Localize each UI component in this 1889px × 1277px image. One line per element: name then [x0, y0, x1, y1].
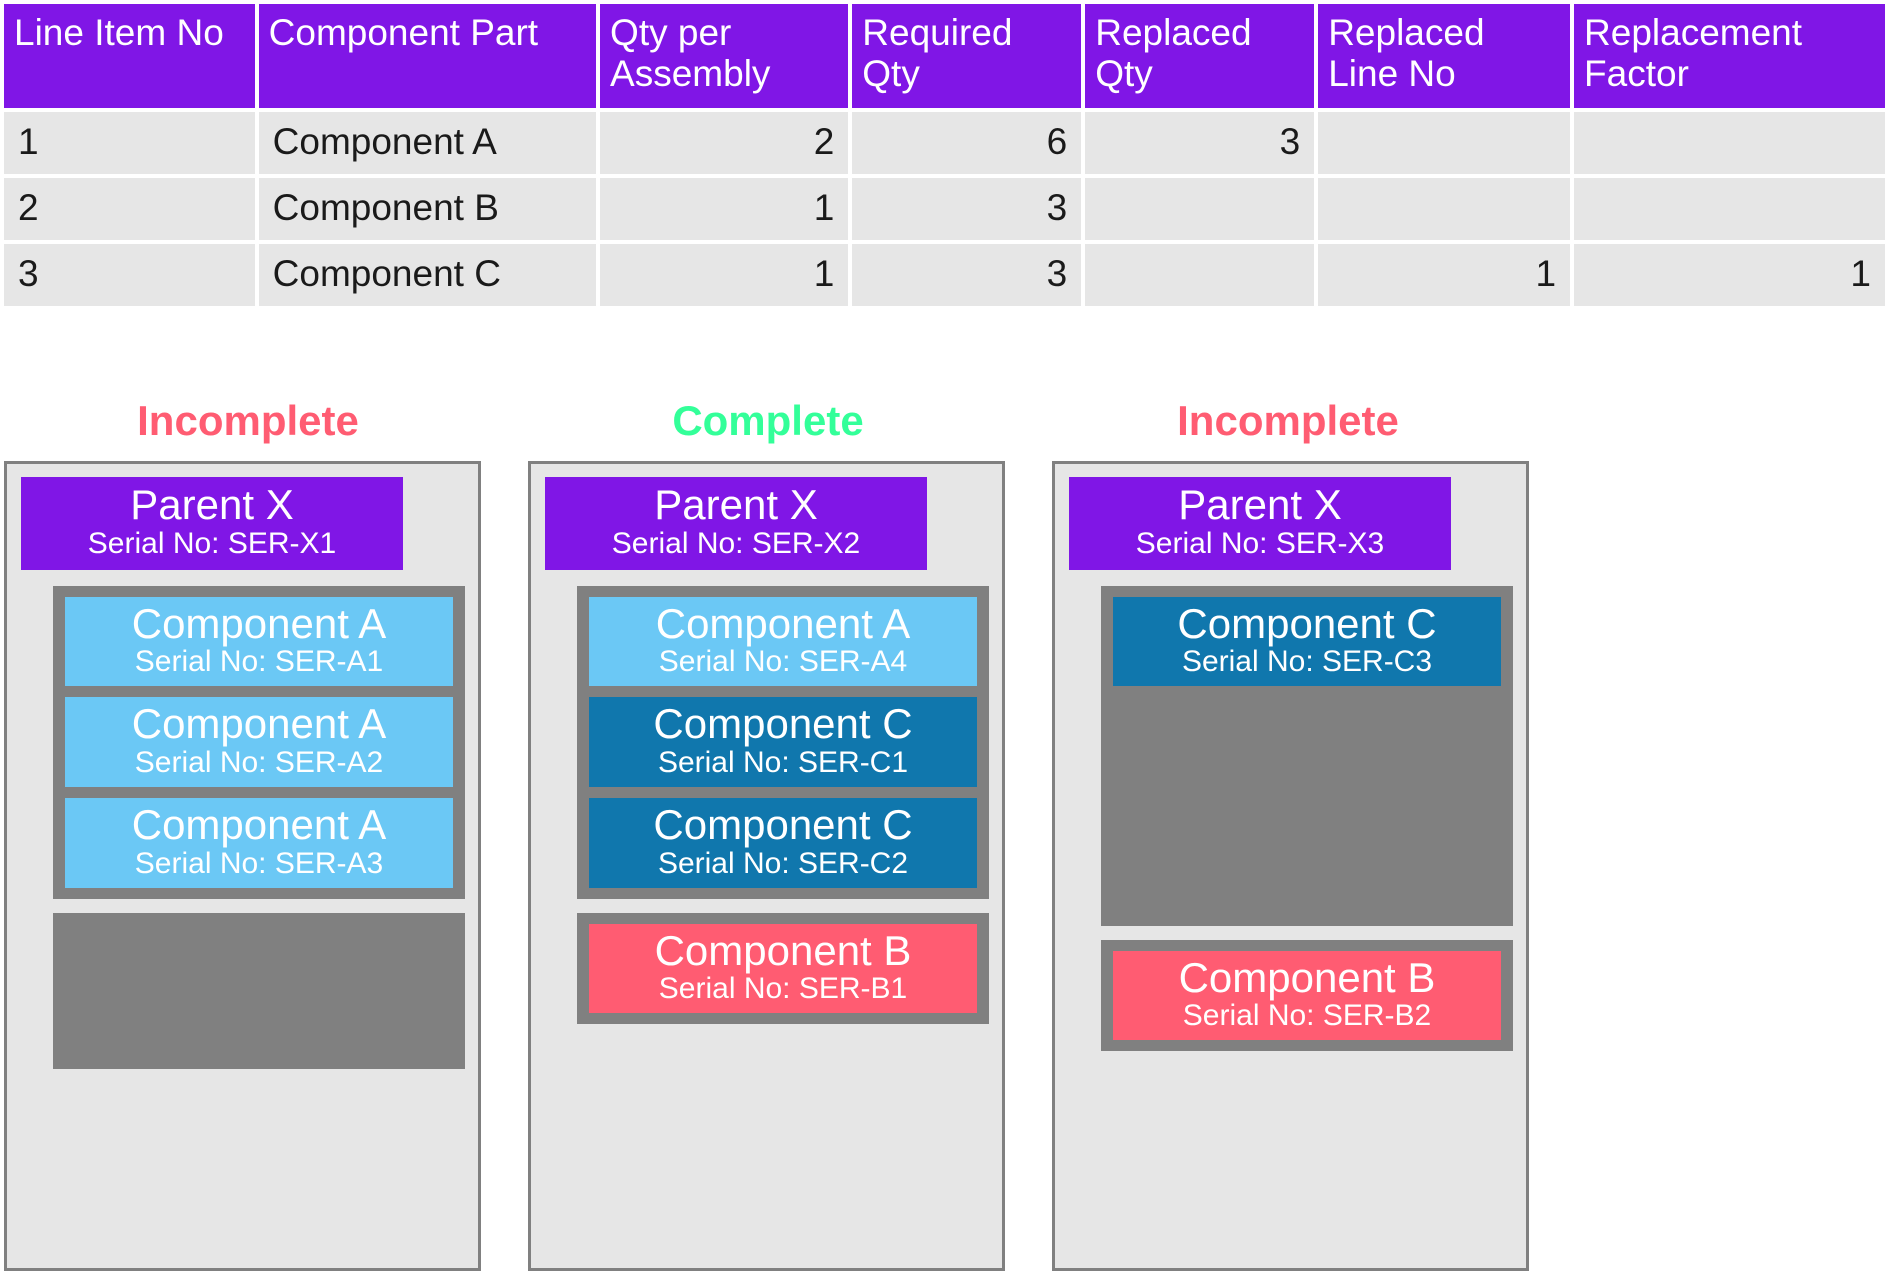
parent-serial: Serial No: SER-X2: [611, 526, 861, 560]
component-title: Component A: [131, 700, 387, 748]
component-title: Component C: [653, 801, 913, 849]
component-card: Component C Serial No: SER-C2: [589, 798, 977, 888]
table-body: 1 Component A 2 6 3 2 Component B 1 3 3 …: [4, 112, 1885, 306]
component-title: Component C: [653, 700, 913, 748]
column-header-qty-per-assembly: Qty per Assembly: [600, 4, 849, 108]
component-card: Component A Serial No: SER-A1: [65, 596, 453, 687]
cell-line-item-no: 3: [4, 244, 255, 306]
component-group: Component A Serial No: SER-A4 Component …: [577, 585, 989, 899]
column-header-required-qty: Required Qty: [852, 4, 1082, 108]
component-serial: Serial No: SER-C3: [1181, 645, 1433, 679]
parent-serial: Serial No: SER-X3: [1135, 526, 1385, 560]
component-group: Component A Serial No: SER-A1 Component …: [53, 585, 465, 899]
column-header-replaced-line-no: Replaced Line No: [1318, 4, 1571, 108]
component-card: Component C Serial No: SER-C3: [1113, 596, 1501, 687]
table-row: 3 Component C 1 3 1 1: [4, 244, 1885, 306]
cell-line-item-no: 2: [4, 178, 255, 240]
component-title: Component A: [131, 801, 387, 849]
parent-title: Parent X: [1178, 481, 1342, 528]
component-serial: Serial No: SER-A4: [658, 645, 908, 679]
component-card: Component C Serial No: SER-C1: [589, 697, 977, 788]
parent-card-3: Parent X Serial No: SER-X3: [1069, 477, 1451, 570]
table-row: 1 Component A 2 6 3: [4, 112, 1885, 174]
parent-serial: Serial No: SER-X1: [87, 526, 337, 560]
cell-component-part: Component B: [258, 178, 597, 240]
component-card: Component A Serial No: SER-A3: [65, 798, 453, 888]
cell-component-part: Component C: [258, 244, 597, 306]
assembly-panel-2: Parent X Serial No: SER-X2 Component A S…: [528, 461, 1005, 1271]
component-title: Component B: [654, 926, 912, 974]
component-title: Component A: [131, 599, 387, 647]
component-serial: Serial No: SER-B1: [658, 972, 908, 1006]
parent-card-1: Parent X Serial No: SER-X1: [21, 477, 403, 570]
component-serial: Serial No: SER-C2: [657, 846, 909, 880]
column-header-component-part: Component Part: [258, 4, 597, 108]
parent-title: Parent X: [130, 481, 294, 528]
cell-required-qty: 6: [852, 112, 1082, 174]
parent-card-2: Parent X Serial No: SER-X2: [545, 477, 927, 570]
parent-title: Parent X: [654, 481, 818, 528]
component-group: Component B Serial No: SER-B2: [1101, 939, 1513, 1052]
cell-line-item-no: 1: [4, 112, 255, 174]
status-badge-assembly-1: Incomplete: [137, 397, 359, 444]
cell-replacement-factor: 1: [1574, 244, 1885, 306]
cell-required-qty: 3: [852, 244, 1082, 306]
component-title: Component A: [655, 599, 911, 647]
component-group-empty: [53, 912, 465, 1069]
cell-replacement-factor: [1574, 178, 1885, 240]
component-card: Component B Serial No: SER-B1: [589, 923, 977, 1014]
cell-replaced-qty: [1085, 178, 1315, 240]
component-serial: Serial No: SER-A3: [134, 846, 384, 880]
cell-replacement-factor: [1574, 112, 1885, 174]
column-header-replacement-factor: Replacement Factor: [1574, 4, 1885, 108]
component-title: Component C: [1177, 599, 1437, 647]
component-card: Component A Serial No: SER-A2: [65, 697, 453, 788]
column-header-replaced-qty: Replaced Qty: [1085, 4, 1315, 108]
assembly-panel-1: Parent X Serial No: SER-X1 Component A S…: [4, 461, 481, 1271]
cell-qty-per-assembly: 1: [600, 178, 849, 240]
status-badge-assembly-2: Complete: [672, 397, 864, 444]
status-label-row: Incomplete Complete Incomplete: [0, 400, 1889, 454]
component-serial: Serial No: SER-A1: [134, 645, 384, 679]
cell-component-part: Component A: [258, 112, 597, 174]
assembly-panel-3: Parent X Serial No: SER-X3 Component C S…: [1052, 461, 1529, 1271]
component-serial: Serial No: SER-A2: [134, 746, 384, 780]
table-header: Line Item No Component Part Qty per Asse…: [4, 4, 1885, 108]
column-header-line-item-no: Line Item No: [4, 4, 255, 108]
component-serial: Serial No: SER-C1: [657, 746, 909, 780]
component-card: Component B Serial No: SER-B2: [1113, 950, 1501, 1041]
cell-qty-per-assembly: 1: [600, 244, 849, 306]
cell-required-qty: 3: [852, 178, 1082, 240]
component-title: Component B: [1178, 953, 1436, 1001]
component-group: Component C Serial No: SER-C3: [1101, 585, 1513, 926]
component-card: Component A Serial No: SER-A4: [589, 596, 977, 687]
cell-replaced-line-no: [1318, 178, 1571, 240]
component-serial: Serial No: SER-B2: [1182, 999, 1432, 1033]
status-badge-assembly-3: Incomplete: [1177, 397, 1399, 444]
table-row: 2 Component B 1 3: [4, 178, 1885, 240]
table-header-row: Line Item No Component Part Qty per Asse…: [4, 4, 1885, 108]
bom-table: Line Item No Component Part Qty per Asse…: [0, 0, 1889, 310]
cell-replaced-qty: 3: [1085, 112, 1315, 174]
cell-replaced-line-no: 1: [1318, 244, 1571, 306]
cell-qty-per-assembly: 2: [600, 112, 849, 174]
component-group: Component B Serial No: SER-B1: [577, 912, 989, 1025]
cell-replaced-qty: [1085, 244, 1315, 306]
cell-replaced-line-no: [1318, 112, 1571, 174]
